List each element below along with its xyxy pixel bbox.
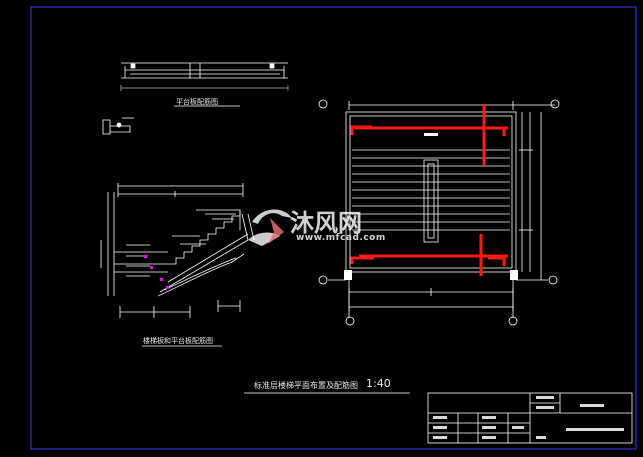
title-block	[427, 392, 633, 444]
red-rebars	[350, 104, 508, 276]
stair-section-title: 楼梯板和平台板配筋图	[143, 337, 213, 345]
landing-label-box	[424, 133, 438, 136]
node-detail	[102, 117, 134, 135]
platform-section-title: 平台板配筋图	[176, 98, 218, 106]
main-drawing-title: 标准层楼梯平面布置及配筋图	[254, 381, 358, 390]
platform-slab-section	[120, 62, 289, 91]
watermark-logo-icon	[248, 209, 292, 246]
drawing-scale: 1:40	[366, 377, 391, 390]
stair-plan	[328, 101, 555, 318]
stair-slab-section	[100, 183, 255, 318]
axis-bubbles	[318, 99, 560, 326]
watermark-url: www.mfcad.com	[296, 233, 386, 243]
plan-columns	[344, 270, 518, 280]
title-block-fills	[433, 396, 624, 439]
watermark-brand: 沐风网	[290, 209, 362, 237]
rebar-ticks	[144, 255, 169, 289]
drawing-frame	[30, 6, 637, 450]
